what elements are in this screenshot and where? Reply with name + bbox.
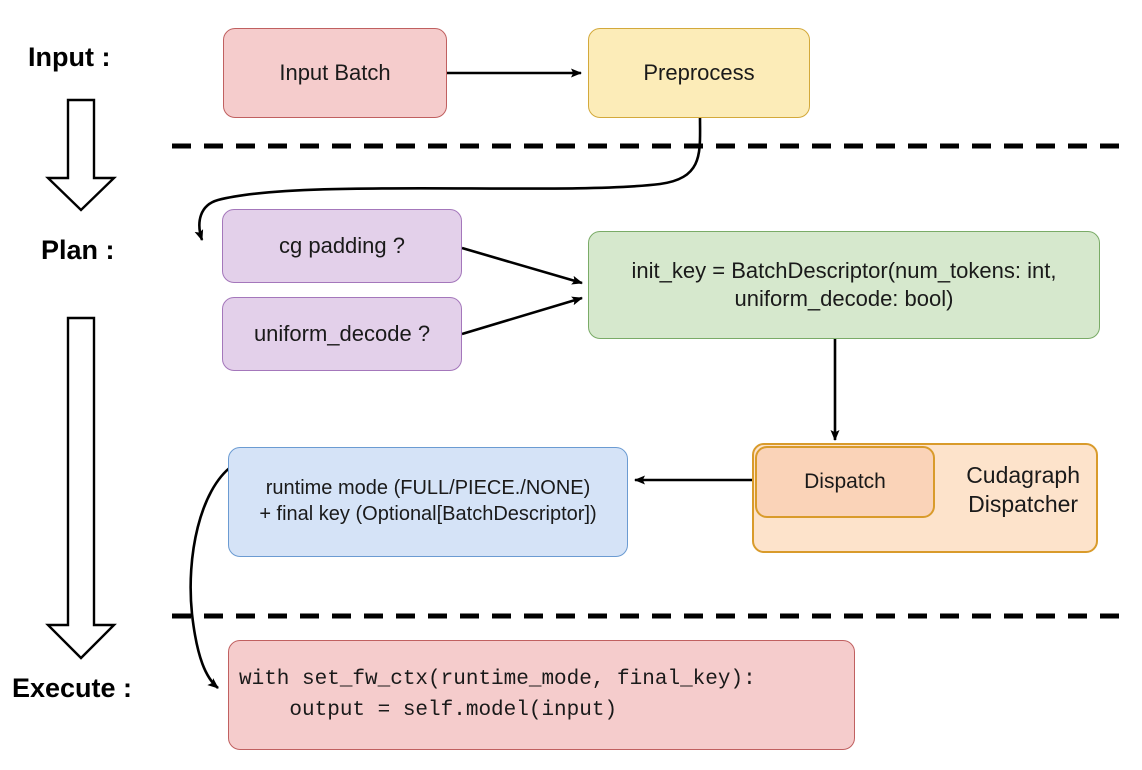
node-execute-code[interactable]: with set_fw_ctx(runtime_mode, final_key)… bbox=[228, 640, 855, 750]
node-dispatch-label: Dispatch bbox=[804, 469, 886, 493]
node-uniform-decode[interactable]: uniform_decode ? bbox=[222, 297, 462, 371]
node-execute-code-label: with set_fw_ctx(runtime_mode, final_key)… bbox=[239, 667, 756, 723]
node-init-key[interactable]: init_key = BatchDescriptor(num_tokens: i… bbox=[588, 231, 1100, 339]
stage-label-plan: Plan : bbox=[41, 235, 115, 265]
stage-label-execute: Execute : bbox=[12, 673, 133, 703]
edge-cg-padding-to-init-key bbox=[461, 246, 583, 285]
node-preprocess-label: Preprocess bbox=[643, 59, 755, 85]
edge-uniform-decode-to-init-key bbox=[461, 296, 583, 336]
node-init-key-label: init_key = BatchDescriptor(num_tokens: i… bbox=[631, 257, 1057, 311]
node-cg-padding[interactable]: cg padding ? bbox=[222, 209, 462, 283]
edge-runtime-mode-to-execute-code bbox=[189, 464, 233, 689]
node-input-batch[interactable]: Input Batch bbox=[223, 28, 447, 118]
node-runtime-mode[interactable]: runtime mode (FULL/PIECE./NONE) + final … bbox=[228, 447, 628, 557]
node-runtime-mode-label: runtime mode (FULL/PIECE./NONE) + final … bbox=[259, 477, 597, 525]
node-cudagraph-dispatcher-label: Cudagraph Dispatcher bbox=[966, 461, 1080, 517]
stage-arrow-plan-to-execute bbox=[45, 316, 117, 660]
node-preprocess[interactable]: Preprocess bbox=[588, 28, 810, 118]
node-dispatch[interactable]: Dispatch bbox=[755, 446, 935, 518]
node-cg-padding-label: cg padding ? bbox=[279, 232, 405, 258]
node-input-batch-label: Input Batch bbox=[279, 59, 391, 85]
stage-arrow-input-to-plan bbox=[45, 98, 117, 212]
node-uniform-decode-label: uniform_decode ? bbox=[253, 320, 431, 346]
stage-label-input: Input : bbox=[28, 42, 111, 72]
